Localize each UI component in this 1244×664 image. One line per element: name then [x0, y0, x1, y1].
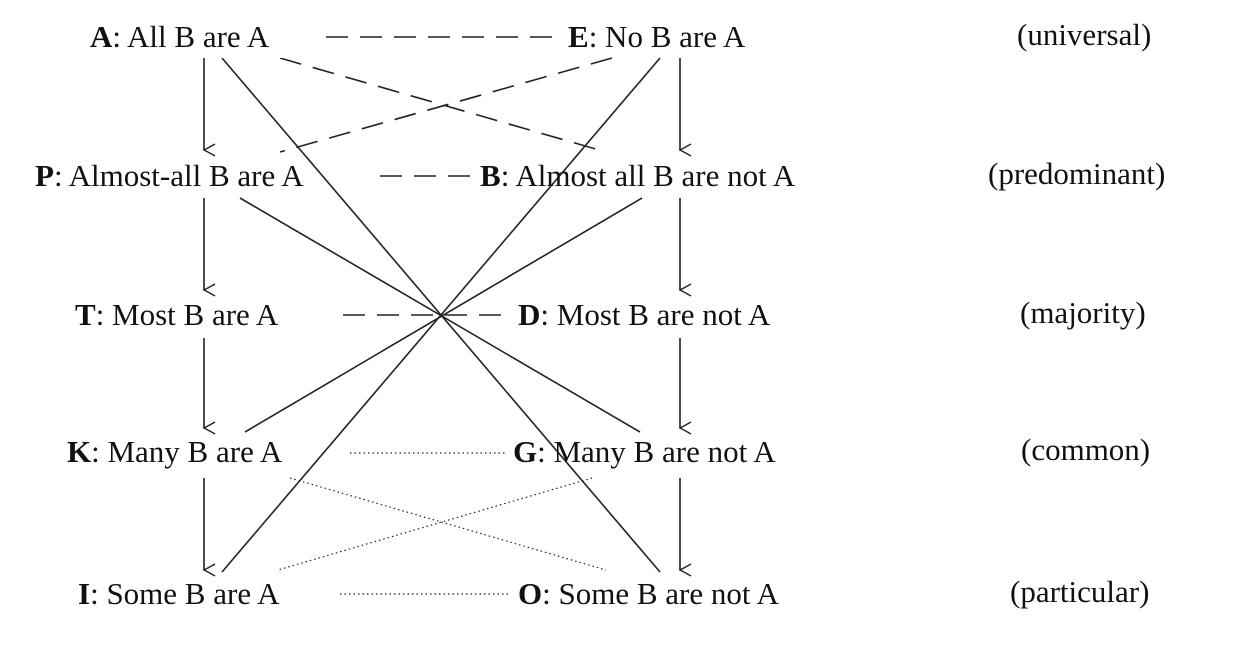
proposition-A: A: All B are A	[90, 19, 270, 54]
category-majority: (majority)	[1020, 295, 1146, 330]
category-universal: (universal)	[1017, 17, 1151, 52]
proposition-D: D: Most B are not A	[518, 297, 771, 332]
proposition-T: T: Most B are A	[75, 297, 279, 332]
category-common: (common)	[1021, 432, 1150, 467]
dashed-diagonal-E-P	[279, 57, 613, 153]
contradictory-line-P-G	[239, 197, 641, 433]
dotted-diagonal-K-O	[289, 477, 607, 571]
proposition-P: P: Almost-all B are A	[35, 158, 304, 193]
proposition-K: K: Many B are A	[67, 434, 283, 469]
dotted-diagonal-G-I	[277, 477, 593, 571]
proposition-B: B: Almost all B are not A	[480, 158, 796, 193]
proposition-I: I: Some B are A	[78, 576, 280, 611]
proposition-E: E: No B are A	[568, 19, 746, 54]
category-predominant: (predominant)	[988, 156, 1165, 191]
proposition-G: G: Many B are not A	[513, 434, 776, 469]
dashed-diagonal-A-B	[279, 57, 607, 153]
category-particular: (particular)	[1010, 574, 1149, 609]
contradictory-line-B-K	[244, 197, 643, 433]
proposition-O: O: Some B are not A	[518, 576, 780, 611]
